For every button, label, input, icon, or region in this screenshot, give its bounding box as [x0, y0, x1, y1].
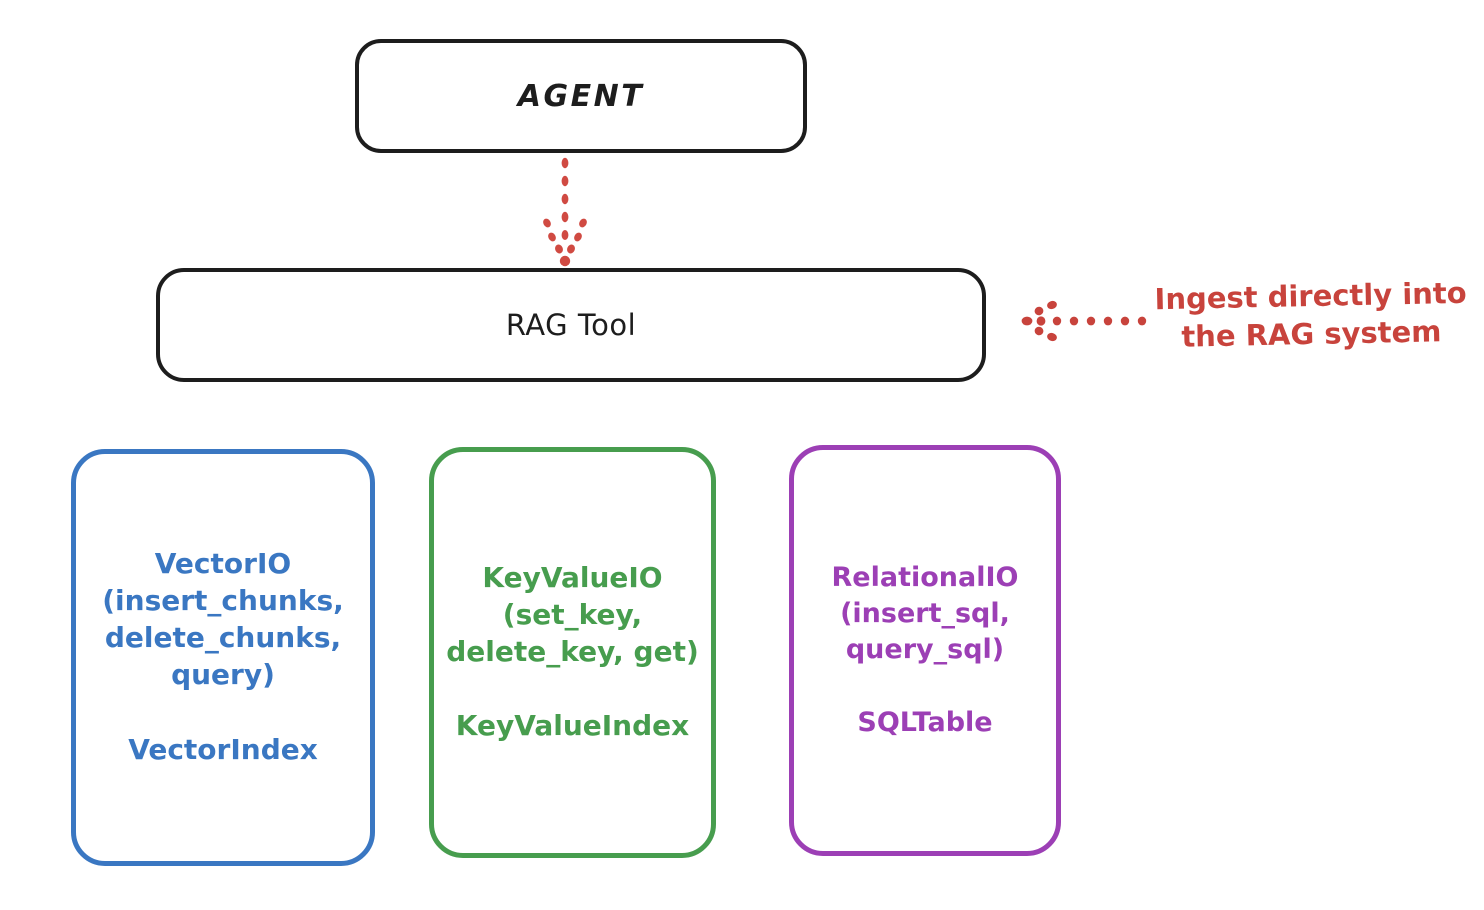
key-value-index-label: KeyValueIndex	[455, 709, 690, 743]
vector-io-api-label: VectorIO (insert_chunks, delete_chunks, …	[102, 547, 344, 691]
vector-index-label: VectorIndex	[128, 732, 318, 766]
agent-label: AGENT	[517, 78, 645, 114]
ingest-annotation: Ingest directly into the RAG system	[1154, 275, 1467, 354]
agent-to-rag-tool-arrow	[543, 157, 587, 267]
key-value-io-node[interactable]: KeyValueIO (set_key, delete_key, get) Ke…	[429, 447, 716, 858]
key-value-io-api-label: KeyValueIO (set_key, delete_key, get)	[446, 560, 699, 668]
relational-io-node[interactable]: RelationalIO (insert_sql, query_sql) SQL…	[789, 445, 1061, 856]
rag-tool-node[interactable]: RAG Tool	[156, 268, 986, 382]
sql-table-label: SQLTable	[857, 707, 993, 739]
agent-node[interactable]: AGENT	[355, 39, 807, 153]
rag-tool-label: RAG Tool	[505, 308, 637, 342]
ingest-arrow	[1021, 300, 1147, 342]
vector-io-node[interactable]: VectorIO (insert_chunks, delete_chunks, …	[71, 449, 375, 866]
relational-io-api-label: RelationalIO (insert_sql, query_sql)	[831, 562, 1019, 665]
